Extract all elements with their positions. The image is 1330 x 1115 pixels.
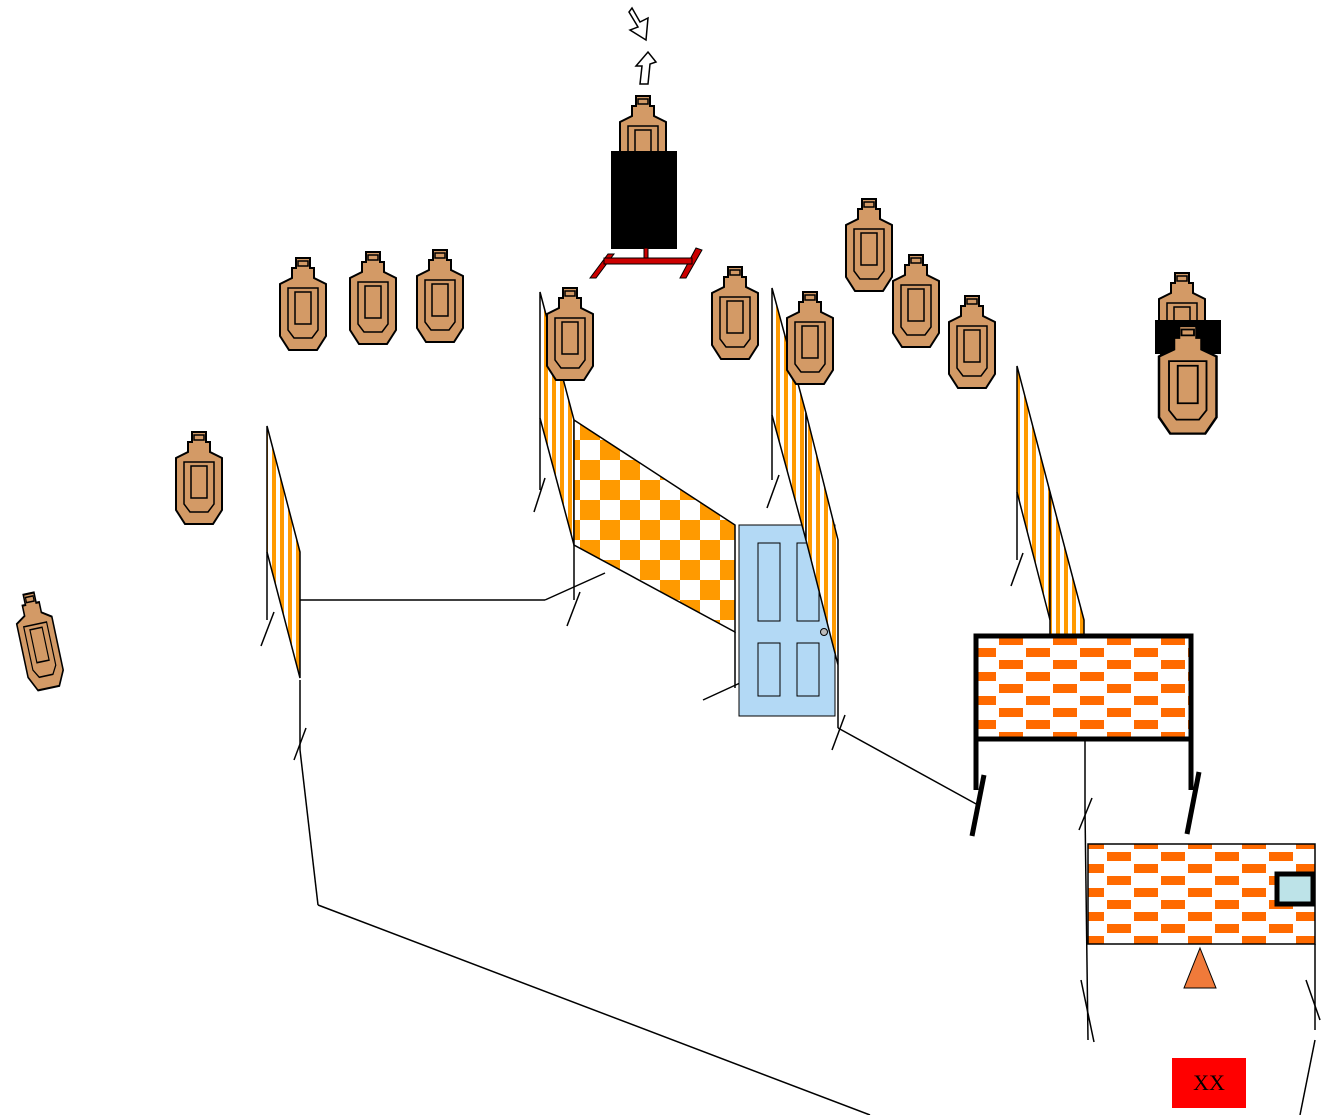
paper-target-icon — [416, 249, 464, 343]
paper-target-icon — [10, 588, 68, 693]
paper-target-icon — [546, 287, 594, 381]
no-shoot-overlap — [1155, 272, 1221, 435]
wall-center-right — [711, 266, 846, 751]
paper-target-icon — [711, 266, 759, 360]
barricade-upper — [969, 633, 1202, 1041]
rotating-arrows-icon — [628, 6, 658, 85]
start-position-box: XX — [1172, 1058, 1246, 1108]
wall-right — [1010, 365, 1085, 641]
paper-target-icon — [349, 251, 397, 345]
start-position-label: XX — [1193, 1070, 1225, 1095]
wall-left — [260, 425, 307, 761]
target-group-right — [845, 198, 1221, 435]
paper-target-icon — [279, 257, 327, 351]
paper-target-icon — [948, 295, 996, 389]
paper-target-icon — [892, 254, 940, 348]
traffic-cone-icon — [1183, 946, 1217, 989]
target-stand — [589, 247, 703, 279]
paper-target-icon — [845, 198, 893, 292]
barricade-lower — [1080, 843, 1321, 1043]
paper-target-icon — [175, 431, 223, 525]
shooting-port — [1274, 871, 1316, 907]
target-group-left — [10, 249, 464, 693]
moving-target-assembly — [589, 6, 703, 279]
no-shoot-panel — [611, 151, 677, 249]
paper-target-icon — [786, 291, 834, 385]
fault-lines — [299, 572, 1316, 1115]
